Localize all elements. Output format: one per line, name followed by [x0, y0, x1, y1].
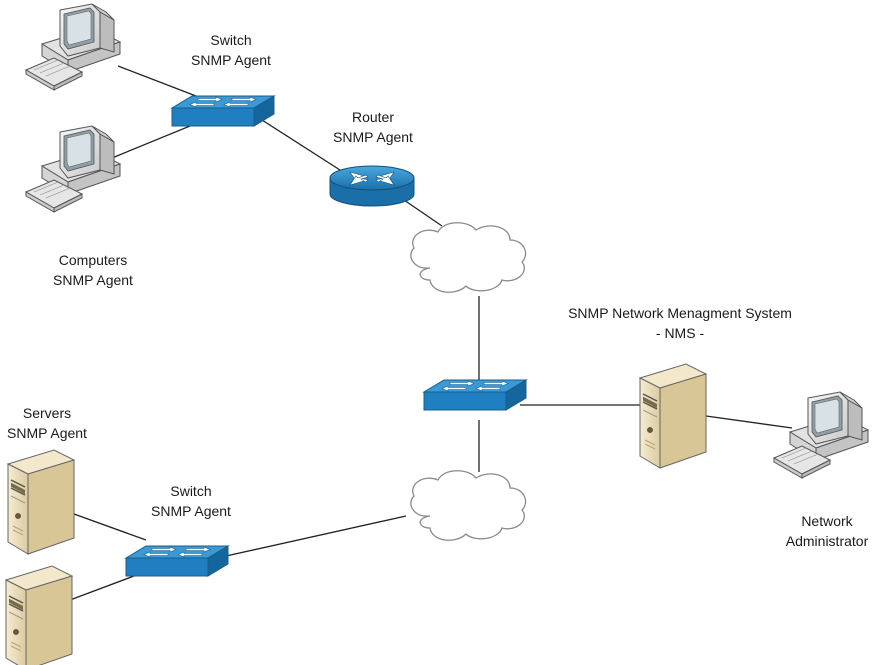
link-nms-admin	[705, 415, 793, 429]
switch-icon	[171, 95, 275, 127]
server-icon	[7, 449, 75, 555]
link-cloud-switch	[225, 515, 407, 557]
link-router-cloud	[403, 199, 443, 227]
links	[69, 65, 793, 601]
switch-icon	[423, 379, 527, 411]
cloud-icon	[410, 222, 527, 293]
server-icon	[5, 565, 73, 665]
computers-label: Computers SNMP Agent	[53, 252, 133, 288]
router-label: Router SNMP Agent	[333, 109, 413, 145]
router-icon	[329, 165, 415, 207]
computer-icon	[25, 125, 121, 213]
link-pc1-switch	[117, 65, 197, 97]
computer-icon	[773, 391, 869, 479]
admin-label: Network Administrator	[785, 513, 869, 549]
link-switch-router	[261, 119, 341, 171]
link-server1-switch	[73, 513, 147, 541]
link-pc2-switch	[111, 125, 191, 159]
nms-label: SNMP Network Menagment System - NMS -	[568, 305, 792, 341]
switch-icon	[125, 545, 229, 577]
link-server2-switch	[69, 575, 135, 601]
server-icon	[639, 363, 707, 469]
switch-bottom-label: Switch SNMP Agent	[151, 483, 231, 519]
servers-label: Servers SNMP Agent	[7, 405, 87, 441]
cloud-icon	[410, 470, 527, 541]
switch-top-label: Switch SNMP Agent	[191, 32, 271, 68]
computer-icon	[25, 3, 121, 91]
